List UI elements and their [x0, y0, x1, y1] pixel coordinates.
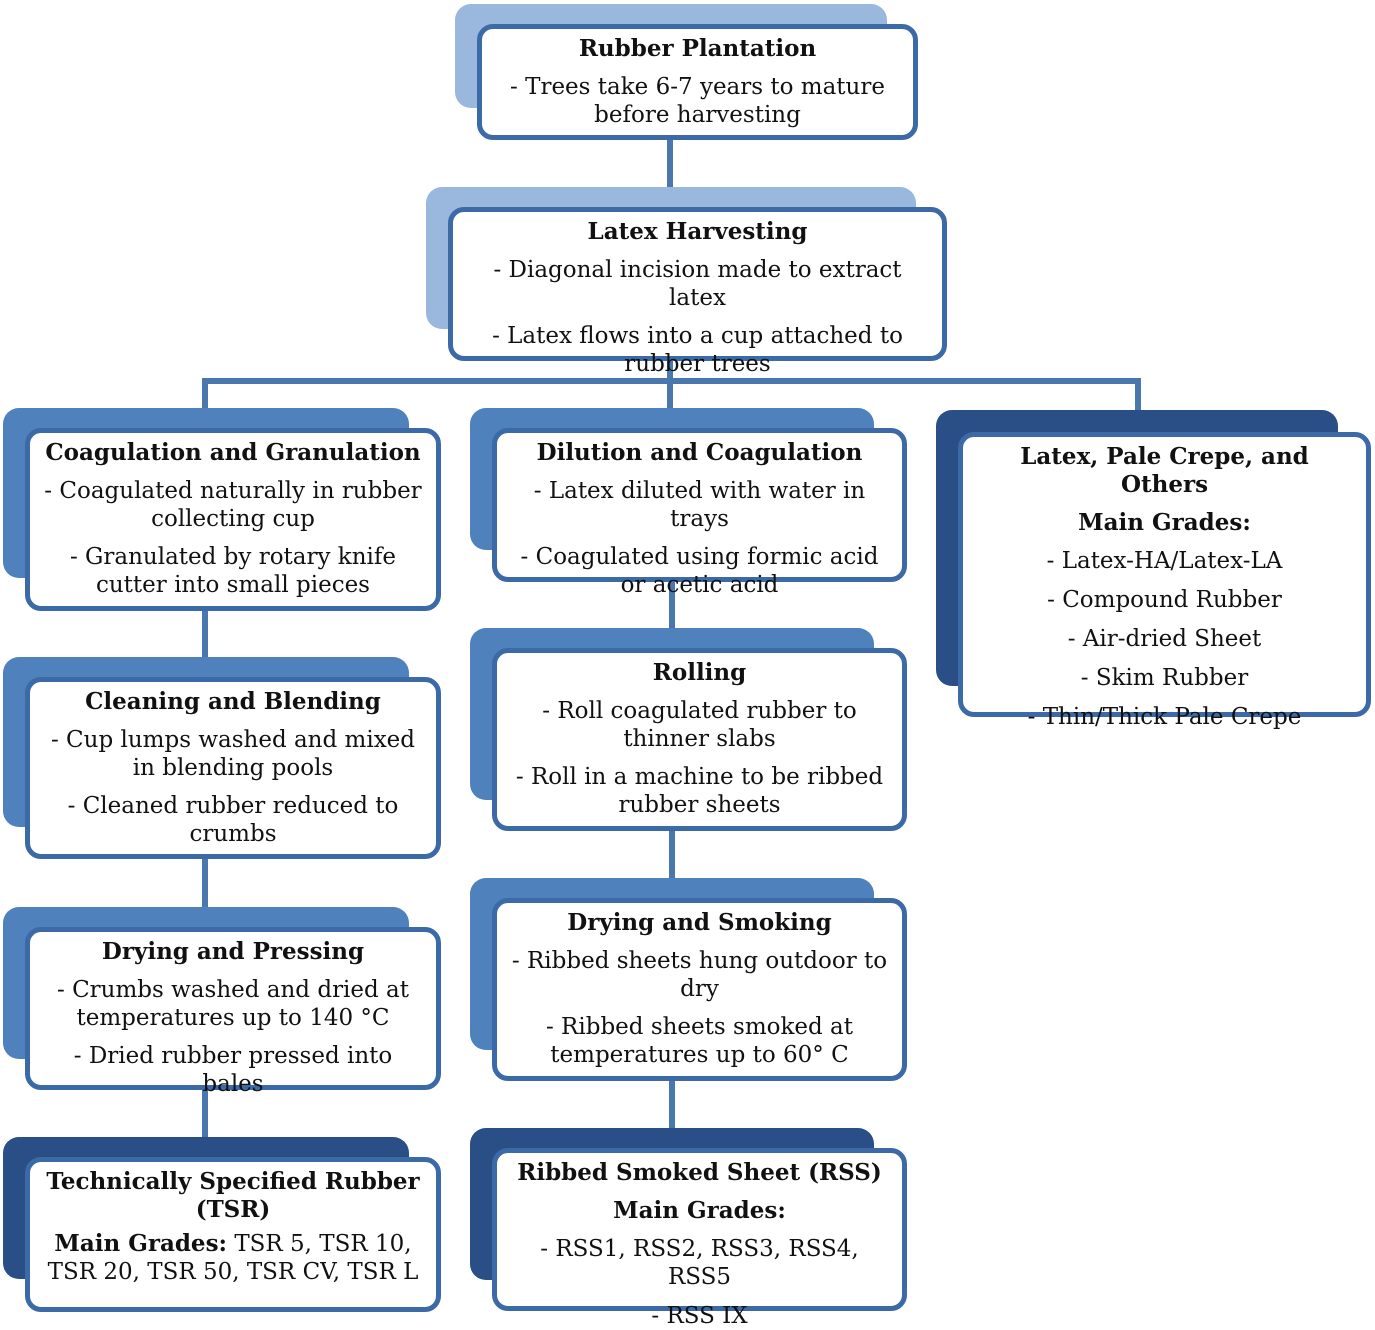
- node-line: - Coagulated using formic acid or acetic…: [520, 544, 879, 598]
- node-title: Dilution and Coagulation: [536, 439, 863, 466]
- node-line: - Latex flows into a cup attached to rub…: [492, 323, 903, 377]
- node-line: - Crumbs washed and dried at temperature…: [56, 977, 410, 1031]
- grade-item: - Air-dried Sheet: [1067, 626, 1262, 652]
- node-line: - Roll in a machine to be ribbed rubber …: [515, 764, 884, 818]
- connector-middle-3: [669, 1078, 675, 1152]
- node-title: Drying and Smoking: [567, 909, 832, 936]
- node-line: - Cup lumps washed and mixed in blending…: [50, 727, 416, 781]
- connector-left-2: [202, 856, 208, 930]
- connector-middle-1: [669, 580, 675, 652]
- node-line: - Ribbed sheets hung outdoor to dry: [511, 948, 888, 1002]
- node-line: - Granulated by rotary knife cutter into…: [69, 544, 397, 598]
- node-title: Rolling: [652, 659, 747, 686]
- grade-item: - RSS IX: [651, 1303, 748, 1329]
- grade-item: - Thin/Thick Pale Crepe: [1027, 704, 1302, 730]
- node-cleaning-blending: Cleaning and Blending - Cup lumps washed…: [25, 677, 441, 859]
- grade-item: - RSS1, RSS2, RSS3, RSS4, RSS5: [540, 1236, 859, 1290]
- node-rubber-plantation: Rubber Plantation - Trees take 6-7 years…: [477, 24, 918, 140]
- grade-item: - Compound Rubber: [1047, 587, 1282, 613]
- node-title: Ribbed Smoked Sheet (RSS): [517, 1159, 882, 1186]
- connector-left-3: [202, 1087, 208, 1161]
- node-tsr: Technically Specified Rubber (TSR) Main …: [25, 1157, 441, 1312]
- node-rss: Ribbed Smoked Sheet (RSS) Main Grades: -…: [492, 1148, 907, 1329]
- grades-label: Main Grades:: [1078, 509, 1251, 536]
- node-line: - Trees take 6-7 years to mature before …: [510, 74, 885, 128]
- node-title: Technically Specified Rubber (TSR): [46, 1168, 420, 1223]
- connector-middle-2: [669, 828, 675, 902]
- node-title: Cleaning and Blending: [85, 688, 381, 715]
- connector-branch-right: [1135, 378, 1141, 434]
- node-title: Latex, Pale Crepe, and Others: [1020, 443, 1309, 498]
- connector-branch-left: [202, 378, 208, 430]
- node-line: - Latex diluted with water in trays: [533, 478, 866, 532]
- node-latex-pale-crepe: Latex, Pale Crepe, and Others Main Grade…: [958, 432, 1371, 730]
- node-line: - Dried rubber pressed into bales: [73, 1043, 393, 1097]
- connector-plantation-harvesting: [667, 138, 673, 210]
- node-rolling: Rolling - Roll coagulated rubber to thin…: [492, 648, 907, 831]
- grade-item: - Latex-HA/Latex-LA: [1046, 548, 1283, 574]
- node-line: - Cleaned rubber reduced to crumbs: [67, 793, 399, 847]
- node-drying-smoking: Drying and Smoking - Ribbed sheets hung …: [492, 898, 907, 1081]
- grades-label: Main Grades:: [613, 1197, 786, 1224]
- connector-left-1: [202, 608, 208, 680]
- grade-item: - Skim Rubber: [1080, 665, 1249, 691]
- node-title: Coagulation and Granulation: [45, 439, 421, 466]
- node-title: Rubber Plantation: [578, 35, 817, 62]
- node-dilution-coagulation: Dilution and Coagulation - Latex diluted…: [492, 428, 907, 598]
- grades-text: TSR 5, TSR 10, TSR 20, TSR 50, TSR CV, T…: [47, 1231, 419, 1285]
- connector-branch-middle: [667, 378, 673, 430]
- node-line: - Ribbed sheets smoked at temperatures u…: [545, 1014, 854, 1068]
- node-line: - Roll coagulated rubber to thinner slab…: [542, 698, 857, 752]
- node-line: - Coagulated naturally in rubber collect…: [44, 478, 422, 532]
- node-title: Drying and Pressing: [101, 938, 365, 965]
- node-line: - Diagonal incision made to extract late…: [493, 257, 902, 311]
- grades-label: Main Grades:: [54, 1230, 228, 1257]
- node-grades: Main Grades: TSR 5, TSR 10, TSR 20, TSR …: [40, 1230, 426, 1286]
- node-drying-pressing: Drying and Pressing - Crumbs washed and …: [25, 927, 441, 1097]
- connector-harvesting-down: [667, 358, 673, 382]
- node-latex-harvesting: Latex Harvesting - Diagonal incision mad…: [448, 207, 947, 377]
- node-title: Latex Harvesting: [587, 218, 808, 245]
- node-coagulation-granulation: Coagulation and Granulation - Coagulated…: [25, 428, 441, 611]
